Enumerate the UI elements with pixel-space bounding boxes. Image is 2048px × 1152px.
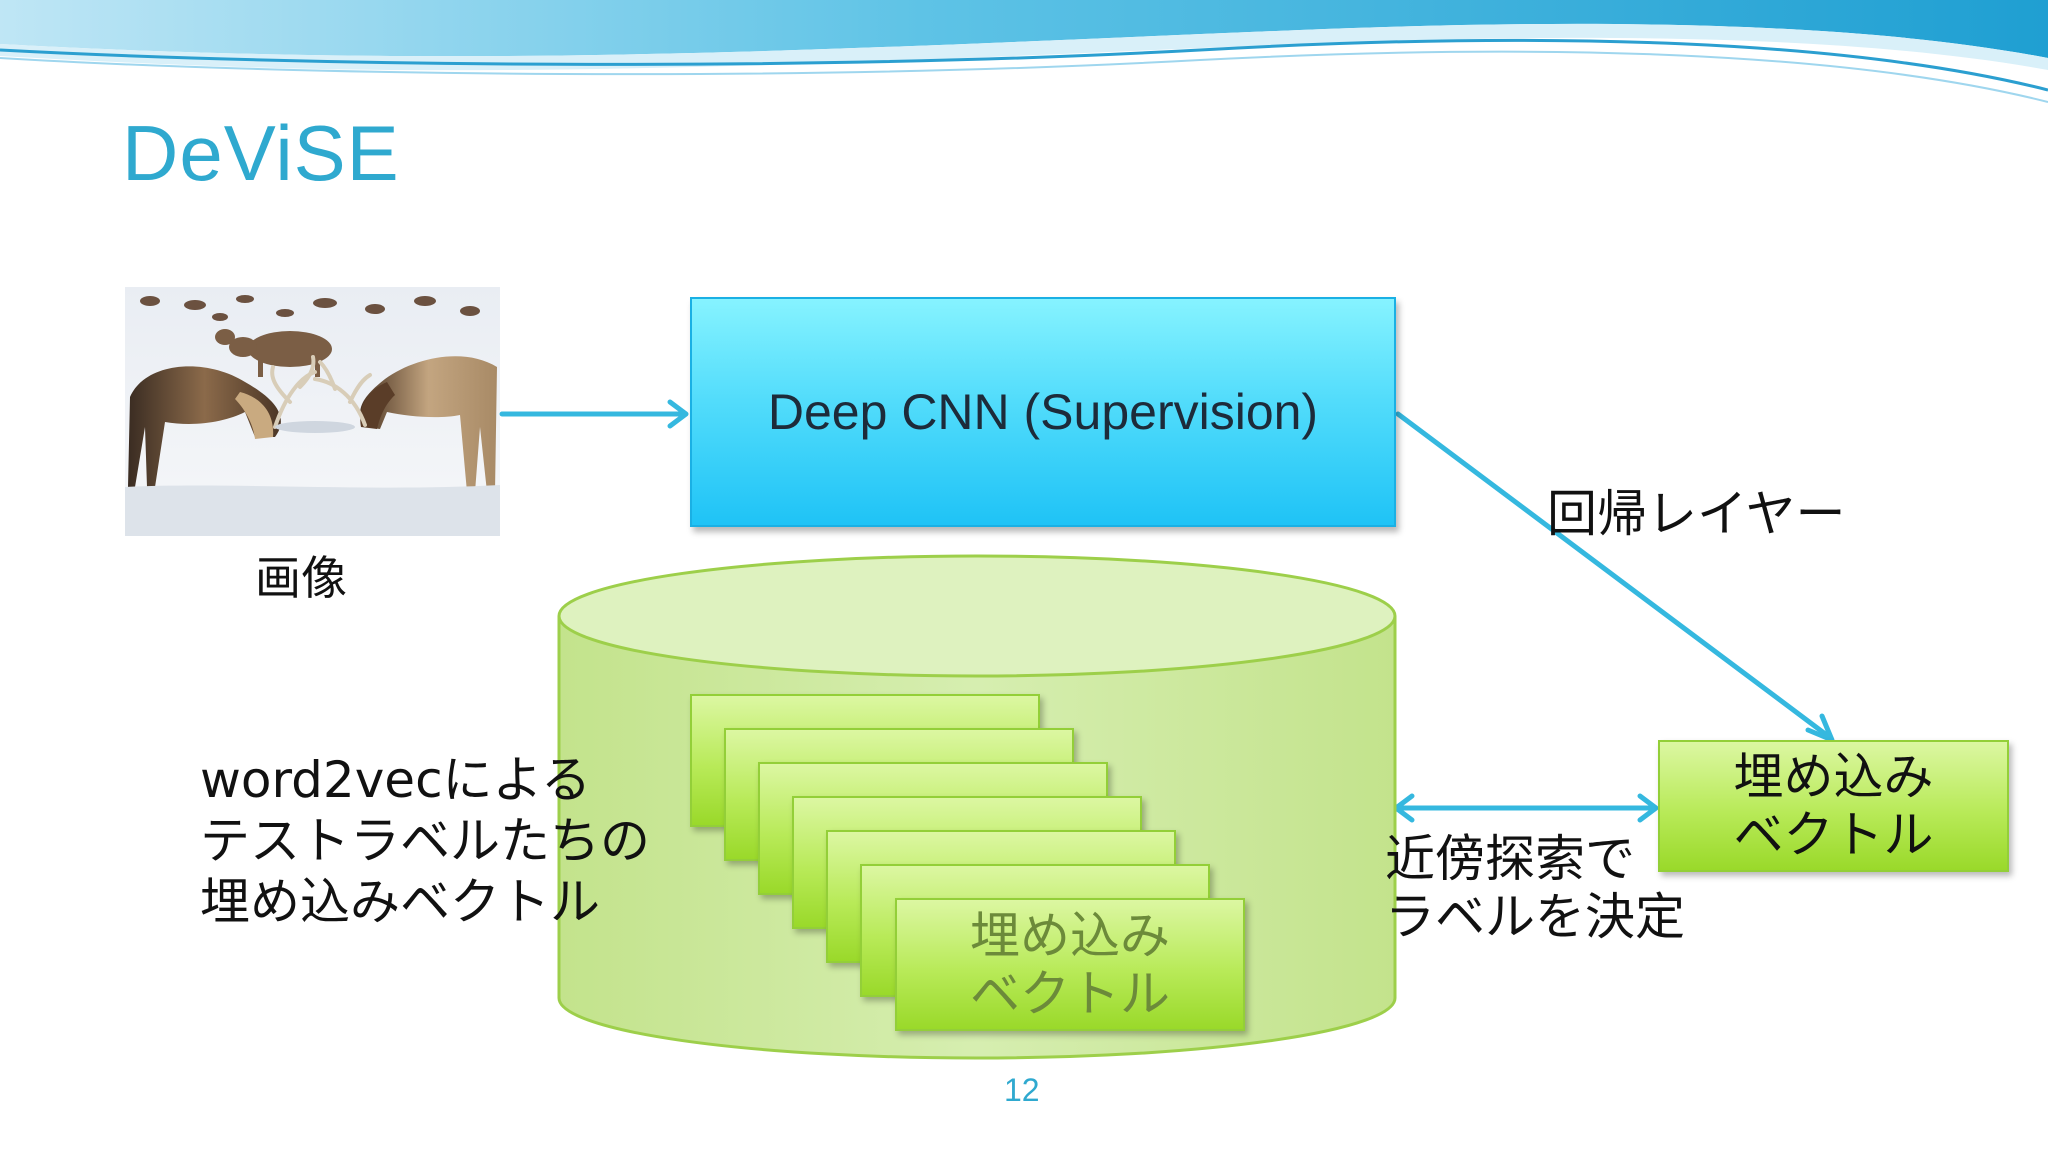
nearest-neighbor-line: ラベルを決定 bbox=[1385, 888, 1685, 946]
regression-layer-label: 回帰レイヤー bbox=[1547, 485, 1846, 543]
page-number: 12 bbox=[1004, 1072, 1040, 1108]
output-vector-line2: ベクトル bbox=[1733, 806, 1934, 864]
image-caption: 画像 bbox=[255, 551, 347, 605]
stacked-vector-front-card: 埋め込み ベクトル bbox=[895, 898, 1245, 1031]
stack-label-line2: ベクトル bbox=[970, 964, 1170, 1023]
database-description-line: 埋め込みベクトル bbox=[200, 873, 600, 931]
nearest-neighbor-label: 近傍探索で ラベルを決定 bbox=[1385, 830, 1685, 946]
output-vector-line1: 埋め込み bbox=[1733, 748, 1934, 806]
stack-label-line1: 埋め込み bbox=[970, 906, 1170, 965]
nearest-neighbor-line: 近傍探索で bbox=[1385, 830, 1635, 888]
database-description-line: テストラベルたちの bbox=[200, 812, 650, 870]
header-wave-banner bbox=[0, 0, 2048, 103]
output-embedding-vector-box: 埋め込み ベクトル bbox=[1658, 740, 2009, 872]
elk-photo bbox=[125, 287, 500, 536]
slide-title: DeViSE bbox=[122, 109, 400, 197]
database-description-line: word2vecによる bbox=[200, 751, 592, 809]
deep-cnn-box: Deep CNN (Supervision) bbox=[690, 297, 1396, 527]
arrow-cnn-to-vector bbox=[1395, 411, 1831, 739]
database-description: word2vecによる テストラベルたちの 埋め込みベクトル bbox=[200, 750, 650, 933]
deep-cnn-label: Deep CNN (Supervision) bbox=[767, 384, 1319, 440]
